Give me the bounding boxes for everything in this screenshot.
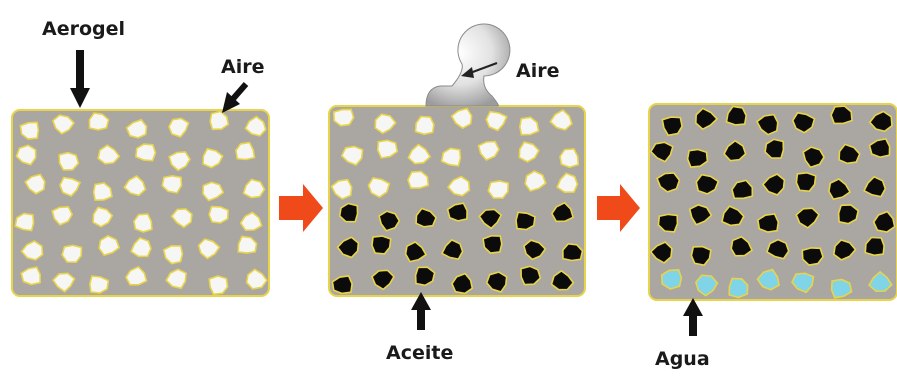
up-arrow-icon — [411, 292, 431, 330]
air-pore — [334, 109, 354, 125]
air-pore — [488, 181, 508, 198]
oil-pore — [765, 139, 783, 158]
panel-water-added — [649, 104, 897, 300]
air-bubble-icon — [426, 24, 510, 106]
water-pore — [729, 279, 748, 298]
oil-label: Aceite — [386, 342, 453, 364]
panel-aerogel-air — [12, 110, 269, 296]
aerogel-label: Aerogel — [42, 18, 125, 40]
air-pore — [90, 276, 109, 293]
panel-oil-absorbed — [329, 106, 585, 296]
water-pore — [662, 270, 682, 289]
air-label: Aire — [221, 56, 264, 78]
oil-pore — [516, 212, 535, 229]
air-pore — [209, 276, 227, 294]
up-arrow-icon — [683, 298, 703, 336]
oil-pore — [340, 204, 358, 222]
diagonal-arrow-icon — [222, 84, 246, 113]
water-label: Agua — [655, 348, 710, 370]
air-pore — [209, 207, 228, 223]
air-pore — [136, 144, 156, 161]
air-pore — [134, 214, 152, 232]
air-pore — [560, 149, 578, 167]
air-pore — [408, 171, 428, 188]
oil-pore — [521, 266, 540, 284]
air-pore — [59, 153, 78, 170]
process-arrow-icon — [279, 184, 323, 232]
air-label: Aire — [516, 60, 559, 82]
down-arrow-icon — [70, 50, 90, 108]
air-pore — [416, 117, 434, 135]
air-pore — [62, 245, 82, 262]
process-arrow-icon — [597, 184, 640, 232]
